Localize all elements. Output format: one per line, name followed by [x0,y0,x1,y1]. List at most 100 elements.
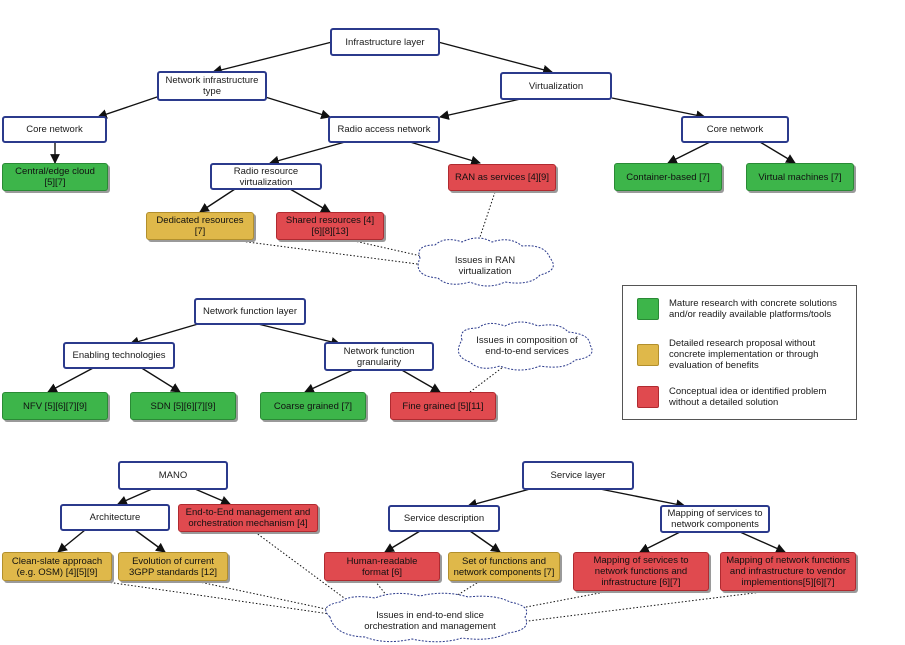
radio-access-network-label: Radio access network [337,124,431,135]
edge-ran-rrv [269,141,346,166]
edge-description-human [384,530,421,553]
legend-item-green: Mature research with concrete solutions … [637,298,849,320]
evolution-3gpp-node: Evolution of current 3GPP standards [12] [118,552,228,581]
edge-mapping-vendor [739,531,786,553]
edge-granularity-fine [399,368,441,393]
core-network-right-node: Core network [681,116,789,143]
set-of-functions-label: Set of functions and network components … [453,555,555,578]
dedicated-resources-label: Dedicated resources [7] [156,215,244,237]
virtualization-node: Virtualization [500,72,612,100]
edge-netinfra-corenet [97,95,161,119]
edge-infra-netinfra [212,41,333,75]
network-infrastructure-type-label: Network infrastructure type [165,75,259,97]
legend-text-yellow: Detailed research proposal without concr… [669,338,819,371]
edge-mapping-functions [639,531,681,553]
fine-grained-node: Fine grained [5][11] [390,392,496,420]
edge-rrv-shared [289,188,331,213]
mano-node: MANO [118,461,228,490]
legend: Mature research with concrete solutions … [622,285,857,420]
dotted-shared-cloud [349,239,431,259]
mapping-vendor-node: Mapping of network functions and infrast… [720,552,856,591]
clean-slate-node: Clean-slate approach (e.g. OSM) [4][5][9… [2,552,112,581]
shared-resources-label: Shared resources [4][6][8][13] [285,215,375,237]
legend-item-red: Conceptual idea or identified problem wi… [637,386,849,408]
cloud-shape-composition [457,321,593,371]
legend-item-yellow: Detailed research proposal without concr… [637,338,849,371]
mapping-vendor-label: Mapping of network functions and infrast… [726,555,850,588]
edge-corenet-vm [759,141,796,164]
cloud-shape-slice [325,592,528,643]
edge-infra-virtualization [437,41,553,75]
edge-enabling-nfv [47,366,96,393]
issues-ran-virtualization-cloud: Issues in RAN virtualization [430,250,540,282]
issues-composition-cloud: Issues in composition of end-to-end serv… [468,330,586,362]
mapping-functions-infra-node: Mapping of services to network functions… [573,552,709,591]
issues-e2e-slice-label: Issues in end-to-end slice orchestration… [364,610,496,632]
issues-e2e-slice-cloud: Issues in end-to-end slice orchestration… [340,606,520,636]
core-network-left-label: Core network [26,124,83,135]
network-function-granularity-label: Network function granularity [343,345,415,368]
sdn-label: SDN [5][6][7][9] [150,400,216,412]
legend-swatch-yellow [637,343,659,366]
edge-corenet-container [667,141,711,164]
legend-swatch-red [637,386,659,408]
issues-ran-virtualization-label: Issues in RAN virtualization [454,255,516,277]
enabling-technologies-label: Enabling technologies [72,350,166,361]
virtual-machines-label: Virtual machines [7] [758,171,842,183]
service-description-node: Service description [388,505,500,532]
edge-virtualization-corenet-right [611,97,706,121]
edge-mano-e2e [194,488,231,506]
virtualization-label: Virtualization [528,80,584,92]
shared-resources-node: Shared resources [4][6][8][13] [276,212,384,240]
sdn-node: SDN [5][6][7][9] [130,392,236,420]
edge-service-description [467,488,531,509]
service-layer-node: Service layer [522,461,634,490]
dotted-mapfun-slicecloud [499,590,611,613]
radio-access-network-node: Radio access network [328,116,440,143]
edge-architecture-cleanslate [57,529,86,553]
dotted-dedicated-cloud [231,239,426,266]
coarse-grained-label: Coarse grained [7] [273,400,353,412]
ran-as-services-label: RAN as services [4][9] [455,172,549,183]
network-function-layer-label: Network function layer [203,306,297,317]
issues-composition-label: Issues in composition of end-to-end serv… [476,335,578,357]
architecture-label: Architecture [89,512,141,523]
nfv-label: NFV [5][6][7][9] [23,400,87,412]
edge-nfl-granularity [257,323,341,347]
coarse-grained-node: Coarse grained [7] [260,392,366,420]
container-based-node: Container-based [7] [614,163,722,191]
e2e-management-label: End-to-End management and orchestration … [185,507,311,529]
network-infrastructure-type-node: Network infrastructure type [157,71,267,101]
container-based-label: Container-based [7] [626,171,710,183]
mapping-services-network-components-node: Mapping of services to network component… [660,505,770,533]
dotted-fine-cloud [469,357,516,393]
infrastructure-layer-node: Infrastructure layer [330,28,440,56]
infrastructure-layer-label: Infrastructure layer [345,36,425,48]
ran-as-services-node: RAN as services [4][9] [448,164,556,191]
nfv-node: NFV [5][6][7][9] [2,392,108,420]
central-edge-cloud-label: Central/edge cloud [5][7] [15,166,95,188]
cloud-shape-ran [417,237,554,287]
mapping-functions-infra-label: Mapping of services to network functions… [593,555,689,588]
human-readable-node: Human-readable format [6] [324,552,440,581]
dotted-vendor-slicecloud [519,590,771,623]
radio-resource-virtualization-node: Radio resource virtualization [210,163,322,190]
edge-service-mapping [599,488,686,510]
edge-ran-ranasservice [409,141,481,166]
fine-grained-label: Fine grained [5][11] [402,400,484,412]
legend-text-green: Mature research with concrete solutions … [669,298,837,320]
architecture-node: Architecture [60,504,170,531]
edge-nfl-enabling [129,323,199,347]
network-function-granularity-node: Network function granularity [324,342,434,371]
clean-slate-label: Clean-slate approach (e.g. OSM) [4][5][9… [11,555,103,578]
edge-granularity-coarse [304,368,356,393]
mapping-services-network-components-label: Mapping of services to network component… [667,508,763,530]
dedicated-resources-node: Dedicated resources [7] [146,212,254,240]
core-network-left-node: Core network [2,116,107,143]
service-layer-label: Service layer [550,470,606,481]
edge-rrv-dedicated [199,188,236,213]
edge-mano-architecture [117,488,153,505]
dotted-cleanslate-slicecloud [99,580,331,615]
